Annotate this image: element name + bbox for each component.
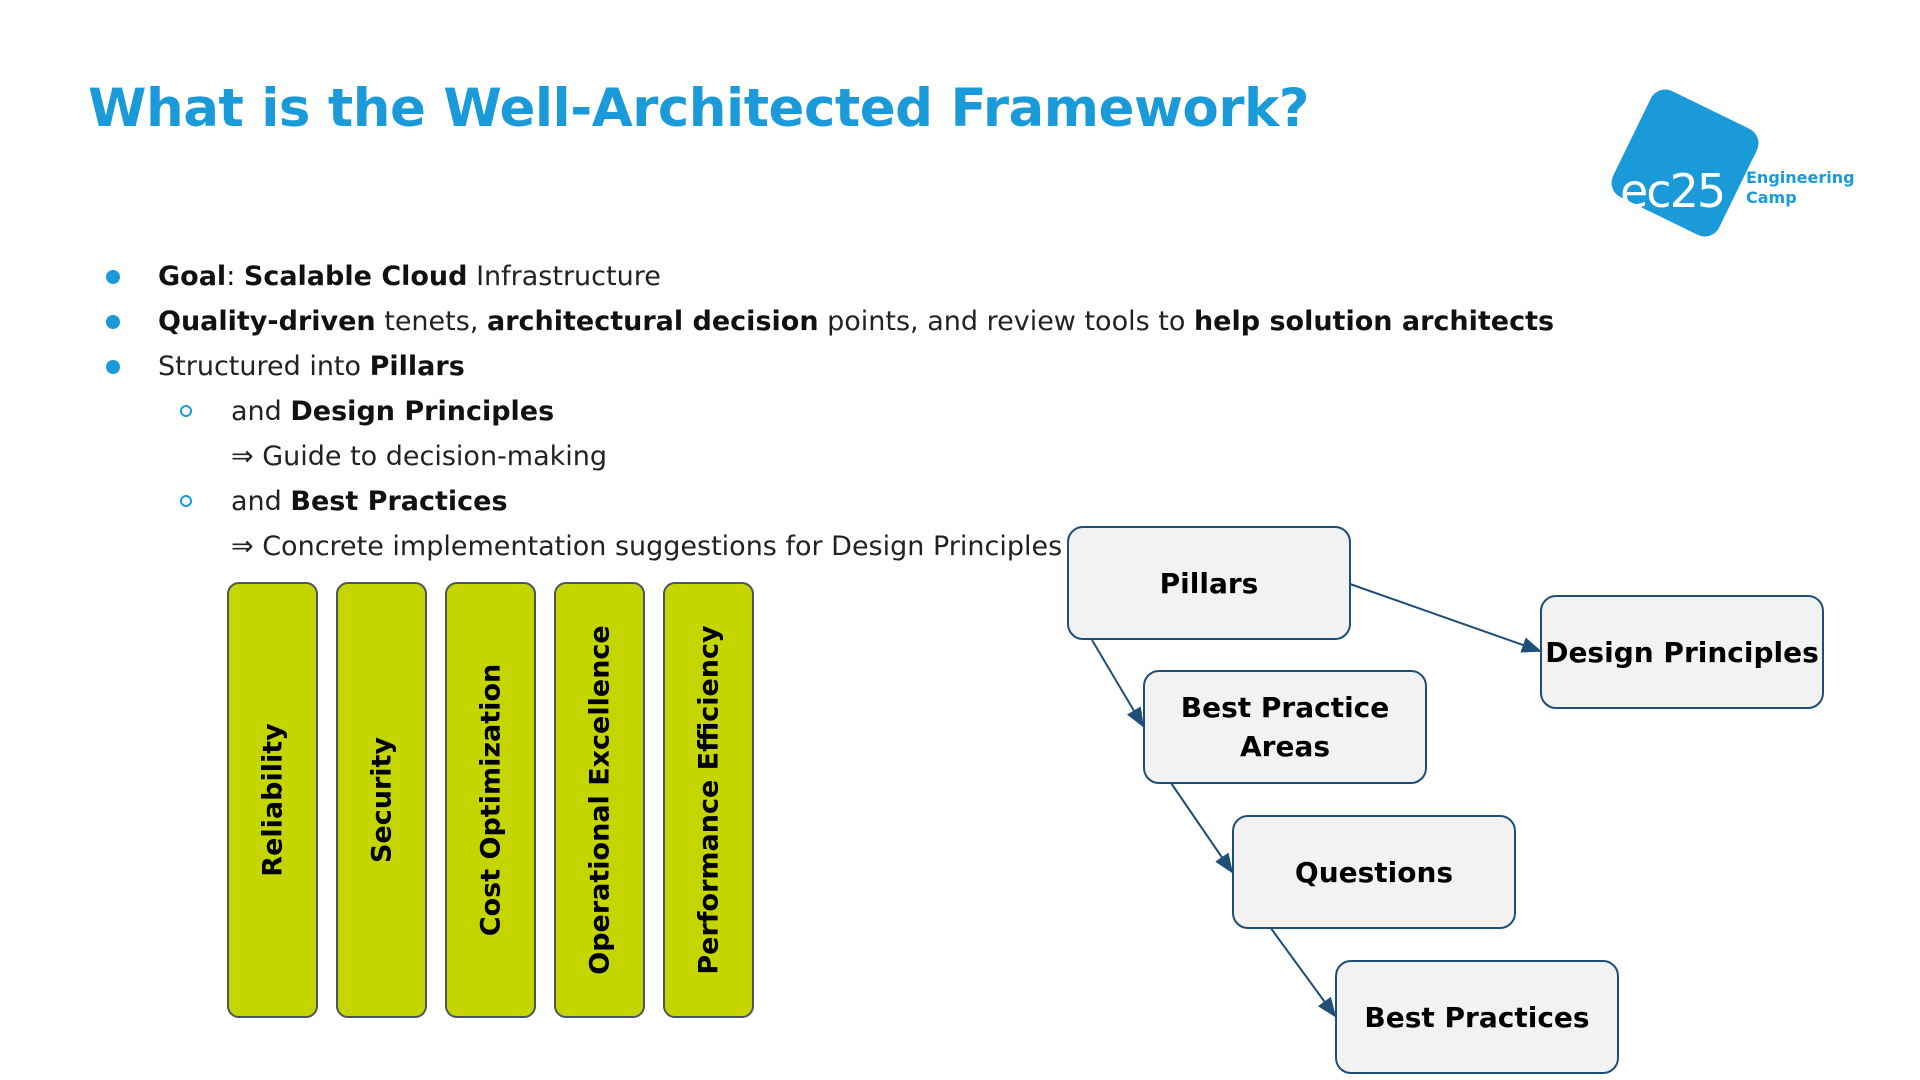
structured-text: Structured into [158,351,370,382]
design-and: and [231,396,291,427]
goal-scalable: Scalable Cloud [243,261,468,292]
best-label: Best Practices [290,486,508,517]
design-note: ⇒ Guide to decision-making [231,441,608,472]
sub-bullet-best: and Best Practices [231,484,508,520]
logo-mark: ec25 [1620,164,1726,218]
quality-tenets: tenets, [375,306,487,337]
pillar-operational-excellence: Operational Excellence [554,582,645,1018]
quality-label: Quality-driven [158,306,376,337]
goal-label: Goal [158,261,227,292]
flow-box-pillars: Pillars [1067,526,1351,640]
best-and: and [231,486,291,517]
flow-box-questions: Questions [1232,815,1516,929]
connector-areas-questions [1170,782,1234,874]
sub-bullet-circle-icon [180,495,192,507]
connector-questions-practices [1269,926,1337,1018]
bullet-dot-icon [106,360,120,374]
pillar-security: Security [336,582,427,1018]
ec25-logo: ec25 Engineering Camp [1600,80,1860,242]
quality-points: points, and review tools to [818,306,1194,337]
pillar-reliability: Reliability [227,582,318,1018]
flow-box-best-practices: Best Practices [1335,960,1619,1074]
slide-title: What is the Well-Architected Framework? [88,78,1309,139]
design-label: Design Principles [290,396,555,427]
sub-bullet-circle-icon [180,405,192,417]
bullet-quality: Quality-driven tenets, architectural dec… [158,304,1554,340]
pillar-cost-optimization: Cost Optimization [445,582,536,1018]
bullet-dot-icon [106,270,120,284]
flow-box-best-practice-areas: Best Practice Areas [1143,670,1427,784]
connector-pillars-design [1349,583,1542,653]
connector-pillars-areas [1091,639,1145,728]
bullet-dot-icon [106,315,120,329]
sub-bullet-design: and Design Principles [231,394,554,430]
flow-box-design-principles: Design Principles [1540,595,1824,709]
quality-arch: architectural decision [486,306,819,337]
bullet-structured: Structured into Pillars [158,349,465,385]
bullet-goal: Goal: Scalable Cloud Infrastructure [158,259,661,295]
logo-name: Engineering Camp [1746,168,1855,207]
goal-colon: : [226,261,244,292]
goal-infra: Infrastructure [467,261,661,292]
best-note: ⇒ Concrete implementation suggestions fo… [231,531,1063,562]
quality-help: help solution architects [1193,306,1555,337]
pillar-performance-efficiency: Performance Efficiency [663,582,754,1018]
structured-pillars: Pillars [369,351,465,382]
